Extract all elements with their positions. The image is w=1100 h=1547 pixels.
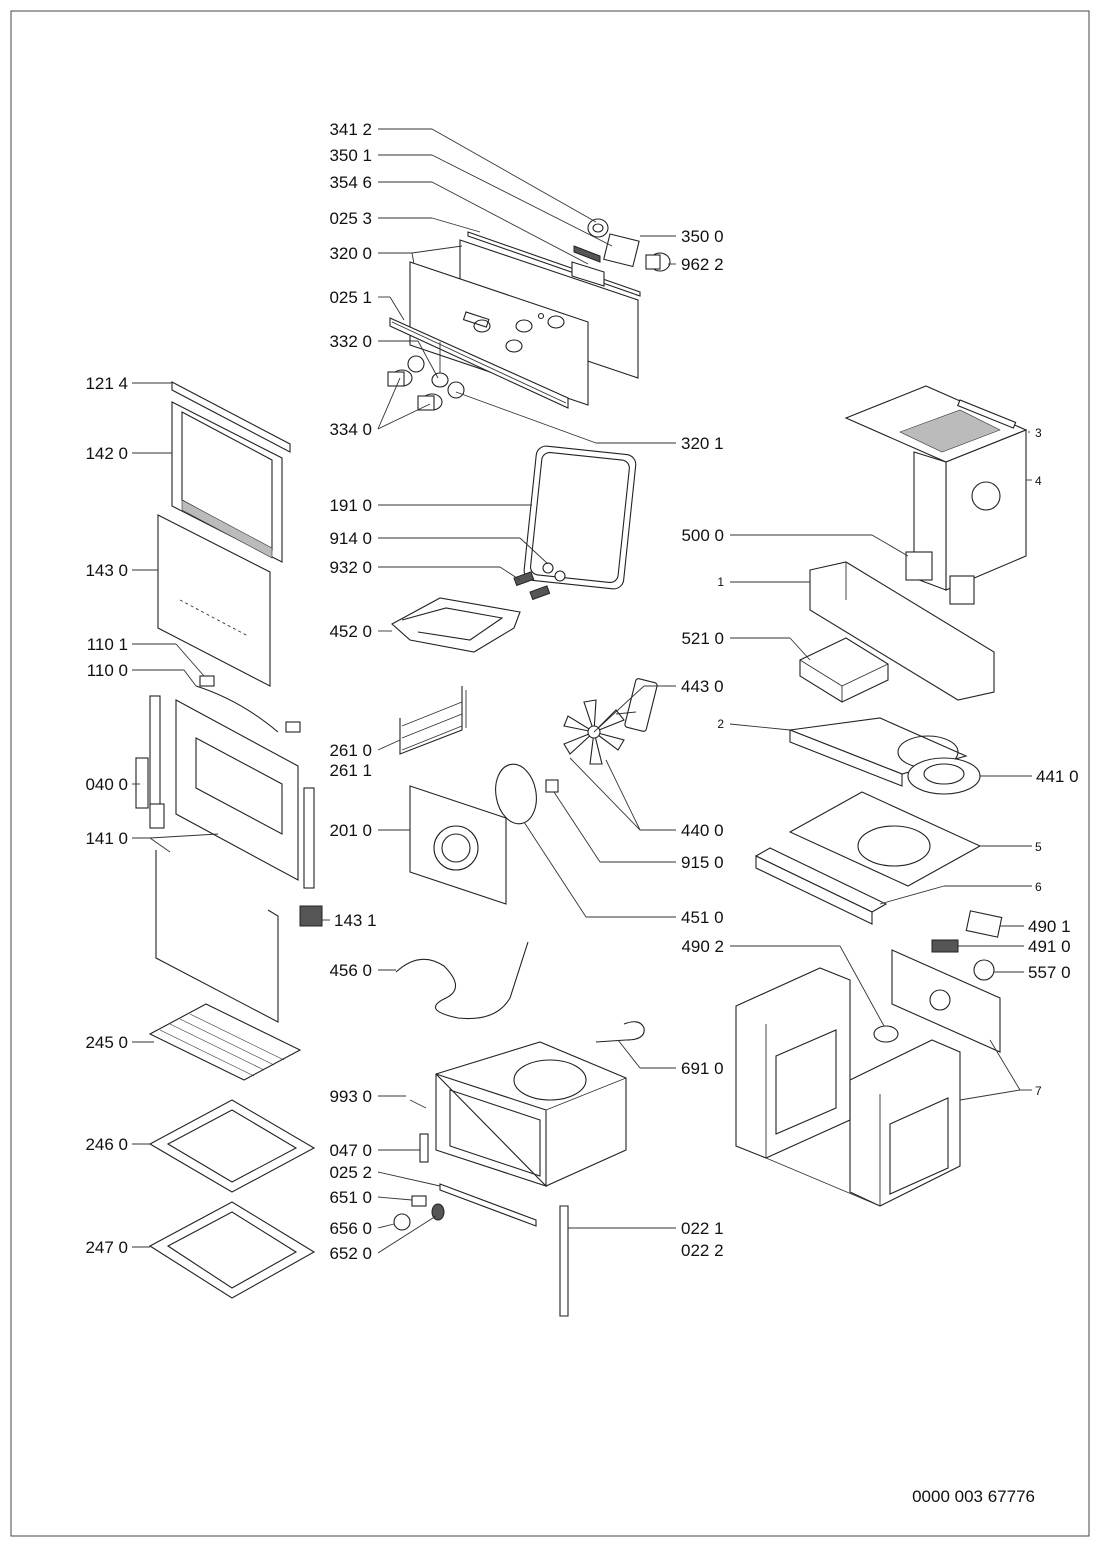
label-4: 4 — [1035, 474, 1042, 488]
label-491-0: 491 0 — [1028, 937, 1071, 956]
label-121-4: 121 4 — [85, 374, 128, 393]
label-500-0: 500 0 — [681, 526, 724, 545]
label-490-1: 490 1 — [1028, 917, 1071, 936]
label-110-1: 110 1 — [87, 635, 128, 654]
label-443-0: 443 0 — [681, 677, 724, 696]
label-047-0: 047 0 — [329, 1141, 372, 1160]
label-7: 7 — [1035, 1084, 1042, 1098]
label-2: 2 — [717, 717, 724, 731]
label-350-1: 350 1 — [329, 146, 372, 165]
drawing-code: 0000 003 67776 — [912, 1487, 1035, 1506]
label-1: 1 — [717, 575, 724, 589]
label-452-0: 452 0 — [329, 622, 372, 641]
label-025-1: 025 1 — [329, 288, 372, 307]
page-frame — [10, 10, 1090, 1537]
label-691-0: 691 0 — [681, 1059, 724, 1078]
label-245-0: 245 0 — [85, 1033, 128, 1052]
label-962-2: 962 2 — [681, 255, 724, 274]
label-651-0: 651 0 — [329, 1188, 372, 1207]
label-993-0: 993 0 — [329, 1087, 372, 1106]
label-652-0: 652 0 — [329, 1244, 372, 1263]
label-5: 5 — [1035, 840, 1042, 854]
label-201-0: 201 0 — [329, 821, 372, 840]
label-261-1: 261 1 — [329, 761, 372, 780]
label-025-3: 025 3 — [329, 209, 372, 228]
label-915-0: 915 0 — [681, 853, 724, 872]
label-6: 6 — [1035, 880, 1042, 894]
label-521-0: 521 0 — [681, 629, 724, 648]
label-456-0: 456 0 — [329, 961, 372, 980]
label-143-1: 143 1 — [334, 911, 377, 930]
callout-labels: 341 2 350 1 354 6 025 3 320 0 025 1 332 … — [85, 120, 1078, 1506]
label-022-1: 022 1 — [681, 1219, 724, 1238]
label-025-2: 025 2 — [329, 1163, 372, 1182]
label-557-0: 557 0 — [1028, 963, 1071, 982]
label-656-0: 656 0 — [329, 1219, 372, 1238]
label-490-2: 490 2 — [681, 937, 724, 956]
label-261-0: 261 0 — [329, 741, 372, 760]
label-142-0: 142 0 — [85, 444, 128, 463]
label-022-2: 022 2 — [681, 1241, 724, 1260]
oven-interior-group — [391, 445, 658, 1317]
label-914-0: 914 0 — [329, 529, 372, 548]
label-440-0: 440 0 — [681, 821, 724, 840]
label-441-0: 441 0 — [1036, 767, 1079, 786]
control-panel-group — [387, 218, 671, 411]
label-143-0: 143 0 — [85, 561, 128, 580]
label-110-0: 110 0 — [87, 661, 128, 680]
label-320-0: 320 0 — [329, 244, 372, 263]
label-332-0: 332 0 — [329, 332, 372, 351]
housing-group — [735, 385, 1028, 1207]
label-334-0: 334 0 — [329, 420, 372, 439]
label-247-0: 247 0 — [85, 1238, 128, 1257]
label-451-0: 451 0 — [681, 908, 724, 927]
label-246-0: 246 0 — [85, 1135, 128, 1154]
door-group — [135, 381, 323, 1299]
leader-lines — [132, 128, 1032, 1254]
label-3: 3 — [1035, 426, 1042, 440]
label-341-2: 341 2 — [329, 120, 372, 139]
label-320-1: 320 1 — [681, 434, 724, 453]
label-040-0: 040 0 — [85, 775, 128, 794]
label-141-0: 141 0 — [85, 829, 128, 848]
label-932-0: 932 0 — [329, 558, 372, 577]
label-191-0: 191 0 — [329, 496, 372, 515]
label-354-6: 354 6 — [329, 173, 372, 192]
label-350-0: 350 0 — [681, 227, 724, 246]
